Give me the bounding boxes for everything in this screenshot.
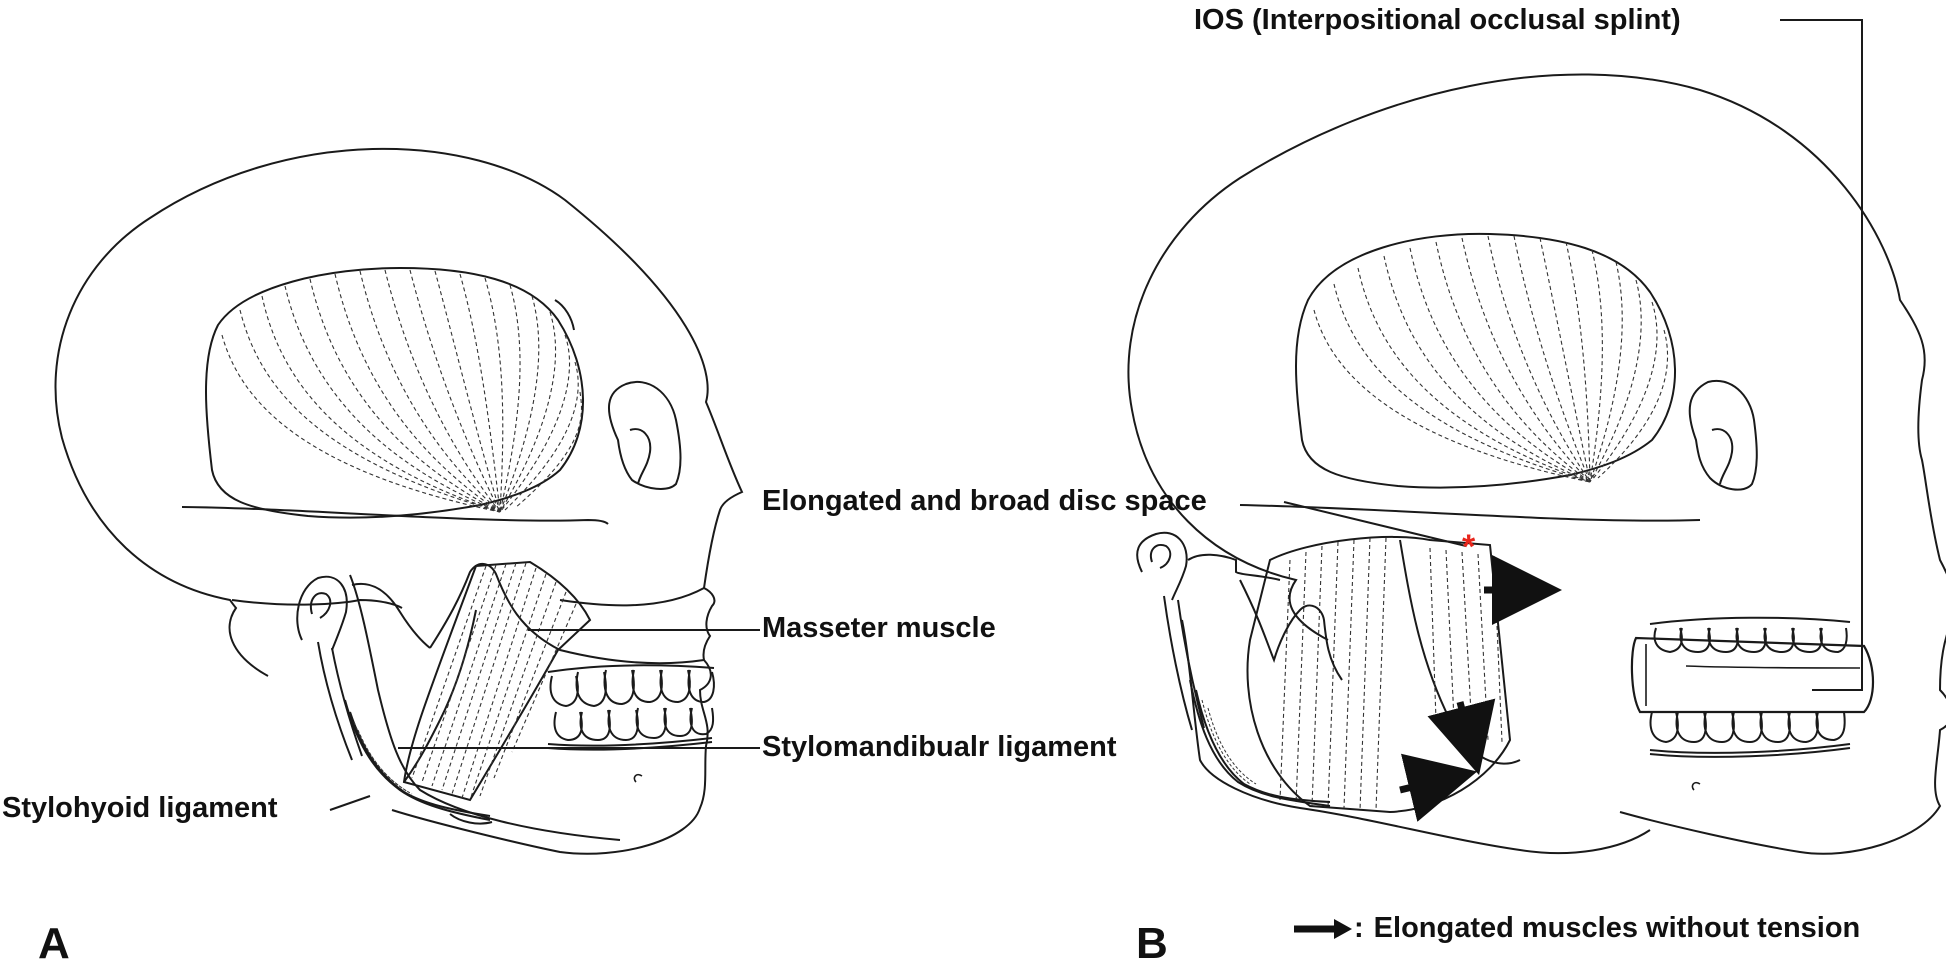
legend-text: Elongated muscles without tension bbox=[1373, 912, 1861, 944]
panel-b-leader-lines bbox=[1283, 19, 1863, 691]
legend-arrow-icon bbox=[1294, 918, 1352, 939]
masseter-muscle-label: Masseter muscle bbox=[762, 612, 996, 644]
stylohyoid-ligament-label: Stylohyoid ligament bbox=[2, 792, 278, 824]
elongated-muscle-arrows bbox=[1399, 555, 1562, 822]
panel-a-letter: A bbox=[38, 919, 70, 968]
ios-label: IOS (Interpositional occlusal splint) bbox=[1194, 4, 1681, 36]
stylomandibular-ligament-label: Stylomandibualr ligament bbox=[762, 731, 1117, 763]
panel-b-skull bbox=[1127, 73, 1946, 855]
disc-space-marker: * bbox=[1462, 528, 1476, 566]
panel-a-leader-lines bbox=[329, 629, 760, 811]
legend: : Elongated muscles without tension bbox=[1292, 912, 1860, 945]
panel-b-letter: B bbox=[1136, 919, 1168, 968]
legend-colon: : bbox=[1354, 912, 1364, 944]
disc-space-label: Elongated and broad disc space bbox=[762, 485, 1207, 517]
